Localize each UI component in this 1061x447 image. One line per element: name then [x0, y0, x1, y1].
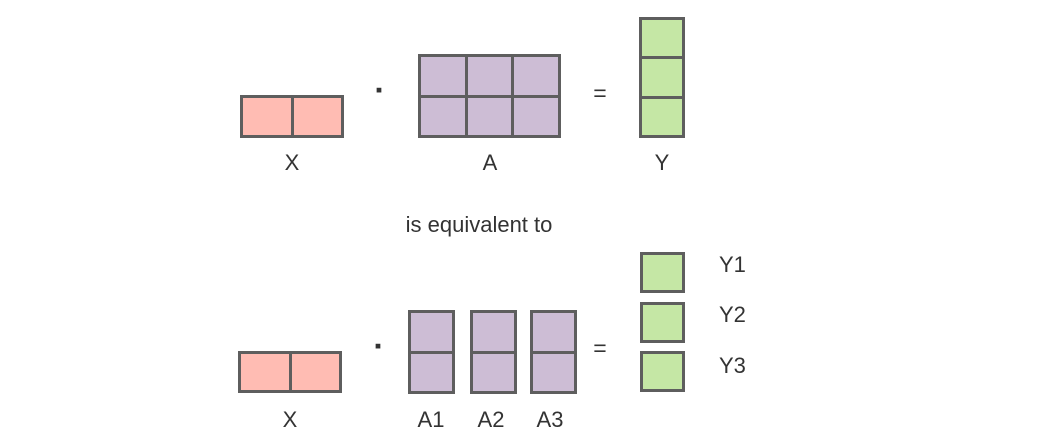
label-y2: Y2: [719, 302, 746, 327]
label-a2: A2: [477, 407, 505, 432]
label-x-top: X: [284, 150, 300, 175]
matrix-cell: [473, 313, 514, 351]
label-x-bottom: X: [282, 407, 298, 432]
matrix-cell: [291, 354, 339, 390]
equals-sign-top: =: [593, 79, 607, 106]
matrix-cell: [467, 97, 512, 135]
matrix-y2-cell: [640, 302, 685, 343]
matrix-cell: [293, 98, 341, 135]
matrix-a1-column: [408, 310, 455, 394]
matrix-x-top: [240, 95, 344, 138]
matrix-cell: [533, 313, 574, 351]
matrix-cell: [421, 97, 465, 135]
matrix-cell: [514, 57, 558, 95]
matrix-y1-cell: [640, 252, 685, 293]
matrix-cell: [467, 57, 512, 95]
matrix-cell: [533, 353, 574, 391]
matrix-cell: [421, 57, 465, 95]
label-y-top: Y: [654, 150, 670, 175]
matrix-cell: [514, 97, 558, 135]
matrix-cell: [643, 354, 682, 389]
matrix-cell: [243, 98, 291, 135]
matrix-cell: [241, 354, 289, 390]
label-y3: Y3: [719, 353, 746, 378]
label-a-top: A: [482, 150, 498, 175]
multiply-dot-icon: ▪: [375, 80, 383, 101]
matrix-cell: [642, 59, 682, 96]
multiply-dot-icon: ▪: [374, 336, 382, 357]
matrix-x-bottom: [238, 351, 342, 393]
matrix-y-top: [639, 17, 685, 138]
matrix-a3-column: [530, 310, 577, 394]
label-a3: A3: [536, 407, 564, 432]
equals-sign-bottom: =: [593, 334, 607, 361]
equivalence-text: is equivalent to: [405, 212, 553, 237]
matrix-a-top: [418, 54, 561, 138]
matrix-cell: [643, 255, 682, 290]
label-y1: Y1: [719, 252, 746, 277]
matrix-cell: [642, 20, 682, 57]
matrix-cell: [411, 313, 452, 351]
matrix-cell: [411, 353, 452, 391]
matrix-cell: [643, 305, 682, 340]
matrix-y3-cell: [640, 351, 685, 392]
matrix-a2-column: [470, 310, 517, 394]
matrix-cell: [642, 98, 682, 135]
label-a1: A1: [417, 407, 445, 432]
matrix-cell: [473, 353, 514, 391]
